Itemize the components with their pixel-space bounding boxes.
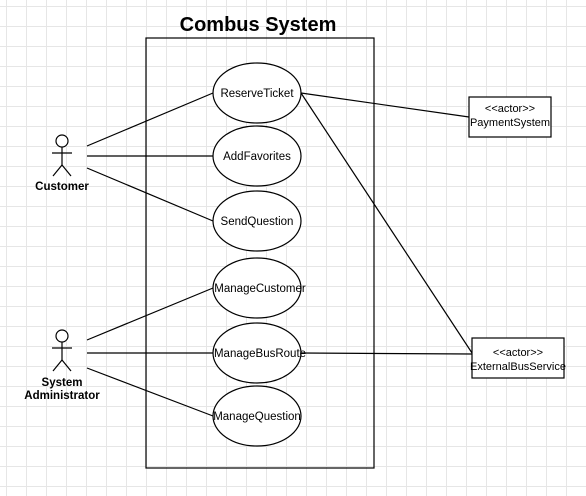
use-case-label: ReserveTicket [220,88,294,100]
actor-name: PaymentSystem [470,117,550,129]
assoc-admin-manage-customer [86,287,214,341]
external-actor-external-bus-service[interactable]: <<actor>> ExternalBusService [470,337,566,379]
use-case-label: ManageCustomer [214,283,306,295]
assoc-customer-send-question [86,167,214,222]
actor-label-line1: System [42,377,83,389]
use-case-label: SendQuestion [221,216,294,228]
actor-system-administrator[interactable]: System Administrator [24,329,100,402]
use-case-label: ManageQuestion [213,411,301,423]
assoc-customer-reserve-ticket [86,92,214,147]
use-case-reserve-ticket[interactable]: ReserveTicket [212,62,302,124]
use-case-label: AddFavorites [223,151,291,163]
use-case-send-question[interactable]: SendQuestion [212,190,302,252]
system-title: Combus System [180,14,337,36]
use-case-manage-question[interactable]: ManageQuestion [212,385,302,447]
actor-label-line2: Administrator [24,390,100,402]
assoc-reserve-ticket-external-bus-service [300,92,475,357]
actor-name: ExternalBusService [470,361,566,373]
use-case-manage-bus-route[interactable]: ManageBusRoute [212,322,306,384]
actor-label: Customer [35,181,89,193]
assoc-reserve-ticket-payment-system [300,92,470,118]
use-case-add-favorites[interactable]: AddFavorites [212,125,302,187]
assoc-manage-bus-route-external-bus-service [300,352,473,355]
associations [86,92,475,417]
system-boundary [145,37,375,469]
use-case-label: ManageBusRoute [214,348,306,360]
assoc-admin-manage-question [86,367,214,417]
stereotype-label: <<actor>> [493,347,543,359]
actor-customer[interactable]: Customer [35,134,89,193]
stick-figure-icon [52,134,72,177]
stereotype-label: <<actor>> [485,103,535,115]
stick-figure-icon [52,329,72,372]
external-actor-payment-system[interactable]: <<actor>> PaymentSystem [468,96,552,138]
use-case-manage-customer[interactable]: ManageCustomer [212,257,306,319]
